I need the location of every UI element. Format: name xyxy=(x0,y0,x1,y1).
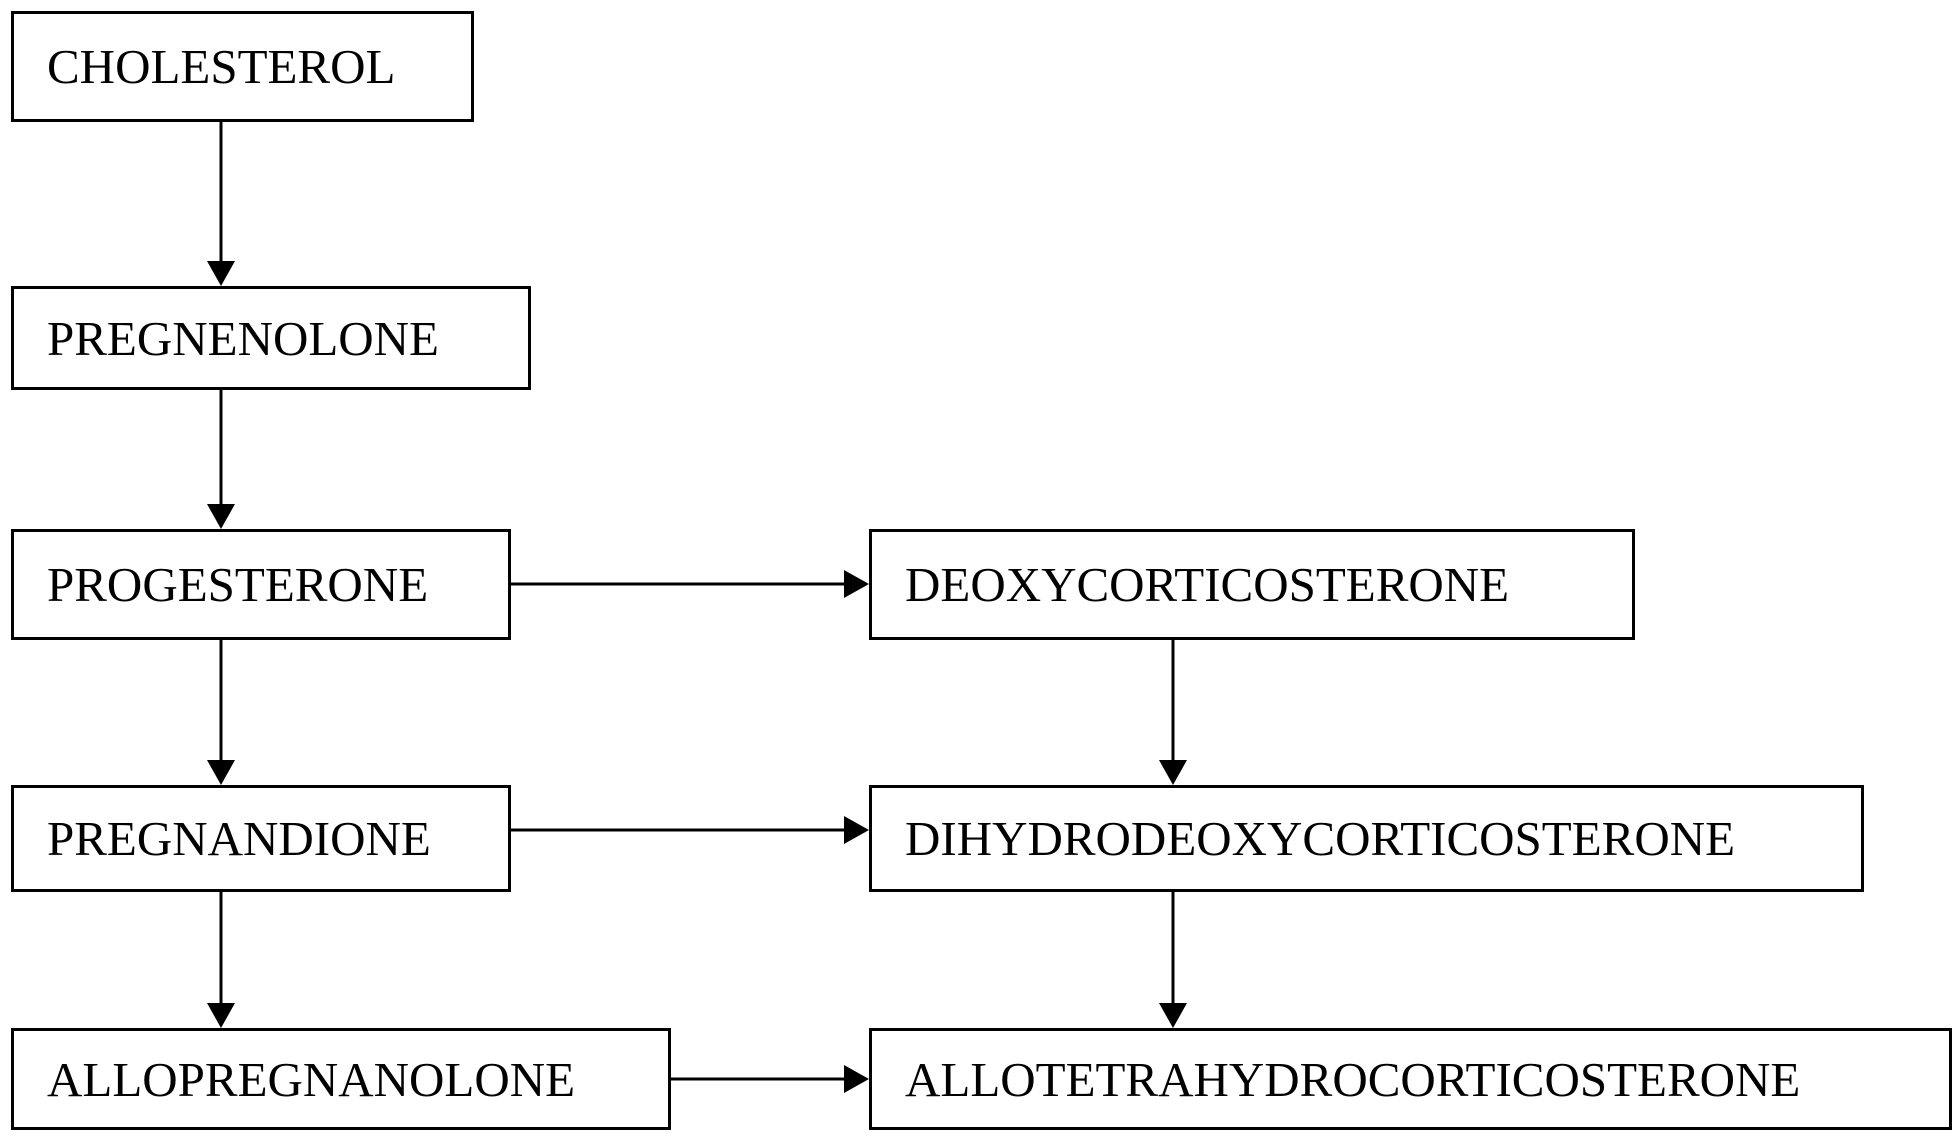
node-label: ALLOPREGNANOLONE xyxy=(47,1051,576,1107)
arrow-progesterone-to-doc xyxy=(511,570,869,598)
arrow-pregnenolone-to-progesterone xyxy=(207,390,235,529)
node-pregnandione: PREGNANDIONE xyxy=(11,785,511,892)
arrow-cholesterol-to-pregnenolone xyxy=(207,122,235,286)
node-cholesterol: CHOLESTEROL xyxy=(11,11,474,122)
node-deoxycorticosterone: DEOXYCORTICOSTERONE xyxy=(869,529,1635,640)
node-label: PREGNENOLONE xyxy=(47,310,439,366)
node-label: ALLOTETRAHYDROCORTICOSTERONE xyxy=(905,1051,1801,1107)
arrow-pregnandione-to-dhdoc xyxy=(511,816,869,844)
node-label: PREGNANDIONE xyxy=(47,811,431,866)
node-allotetrahydrocorticosterone: ALLOTETRAHYDROCORTICOSTERONE xyxy=(869,1028,1952,1130)
node-allopregnanolone: ALLOPREGNANOLONE xyxy=(11,1028,671,1130)
node-pregnenolone: PREGNENOLONE xyxy=(11,286,531,390)
node-label: DEOXYCORTICOSTERONE xyxy=(905,557,1510,612)
node-dihydrodeoxycorticosterone: DIHYDRODEOXYCORTICOSTERONE xyxy=(869,785,1864,892)
arrow-progesterone-to-pregnandione xyxy=(207,640,235,785)
node-label: PROGESTERONE xyxy=(47,557,429,612)
arrow-dhdoc-to-thdoc xyxy=(1159,892,1187,1028)
node-progesterone: PROGESTERONE xyxy=(11,529,511,640)
node-label: CHOLESTEROL xyxy=(47,39,396,94)
node-label: DIHYDRODEOXYCORTICOSTERONE xyxy=(905,811,1736,866)
arrow-allopregnanolone-to-thdoc xyxy=(671,1065,869,1093)
arrow-pregnandione-to-allopregnanolone xyxy=(207,892,235,1028)
arrow-doc-to-dhdoc xyxy=(1159,640,1187,785)
